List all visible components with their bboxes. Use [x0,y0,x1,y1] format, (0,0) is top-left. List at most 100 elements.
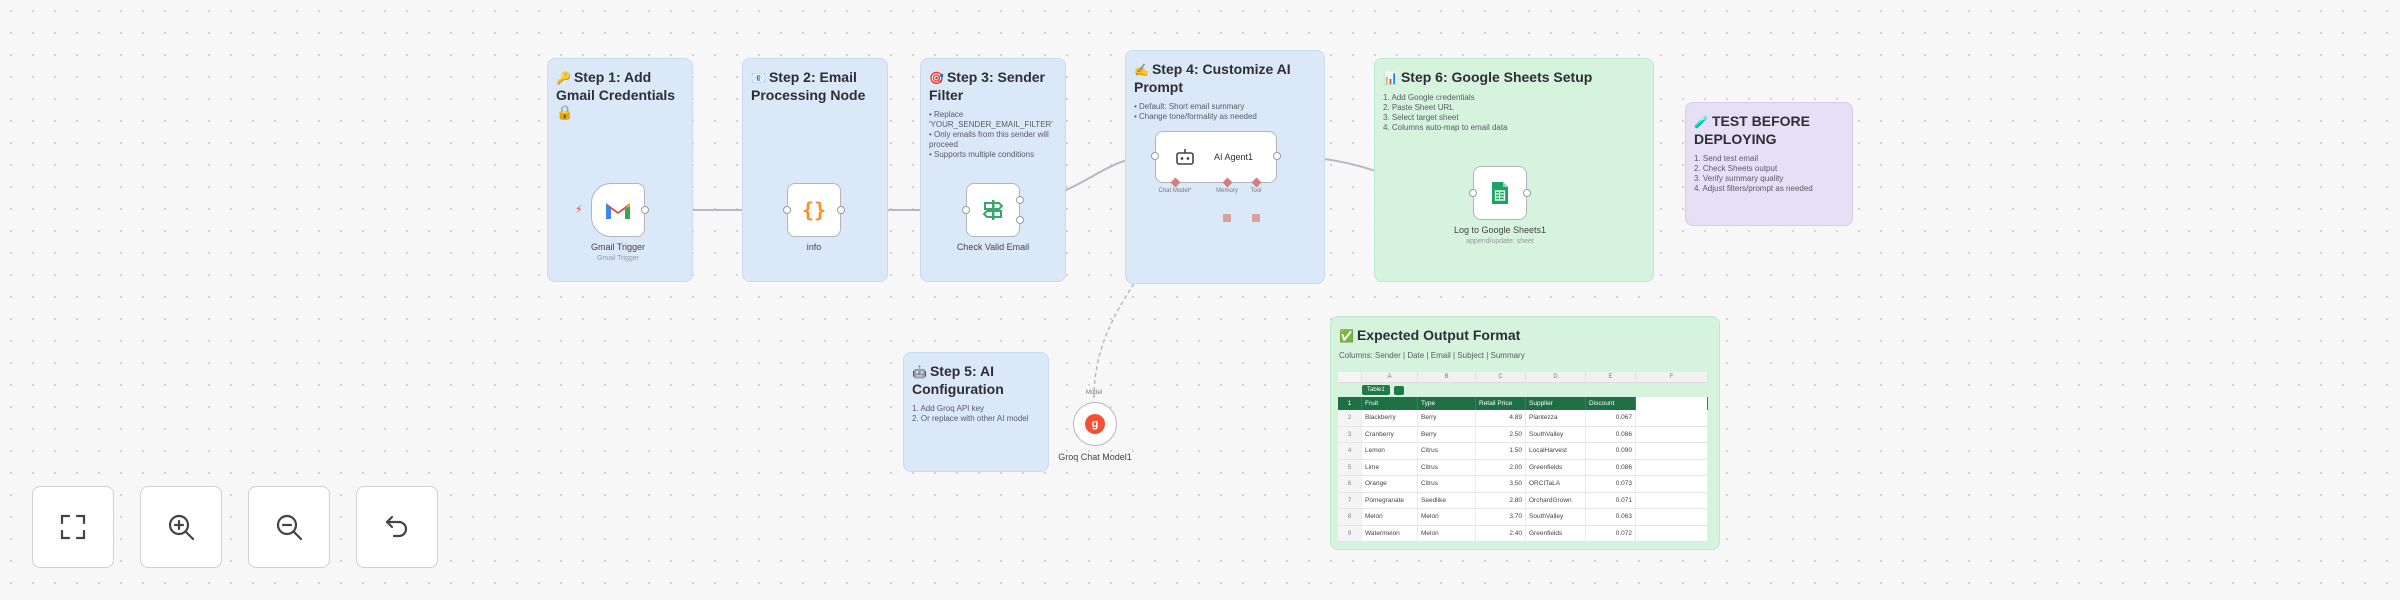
info-output-port[interactable] [837,206,845,214]
table-cell: Seedlike [1418,492,1476,508]
table-cell: Pomegranate [1362,492,1418,508]
test-tube-icon: 🧪 [1694,115,1709,129]
groq-model-label: Model [1085,390,1103,396]
zoom-out-button[interactable] [248,486,330,568]
sheet-preview: A B C D E F Table1 1 Fruit Type Retail P… [1338,372,1708,548]
sticky-step2[interactable]: 📧Step 2: Email Processing Node [742,58,888,282]
google-sheets-icon [1492,182,1508,204]
check-input-port[interactable] [962,206,970,214]
agent-output-port[interactable] [1273,152,1281,160]
sticky-step5[interactable]: 🤖Step 5: AI Configuration 1. Add Groq AP… [903,352,1049,472]
node-info[interactable]: {} [787,183,841,237]
sticky-test-title: 🧪TEST BEFORE DEPLOYING [1694,113,1810,147]
sticky-test[interactable]: 🧪TEST BEFORE DEPLOYING 1. Send test emai… [1685,102,1853,226]
zoom-in-button[interactable] [140,486,222,568]
gmail-node-sub: Gmail Trigger [596,255,640,262]
add-memory-icon[interactable] [1223,214,1231,222]
check-node-label: Check Valid Email [956,242,1030,252]
robot-icon: 🤖 [912,365,927,379]
sheets-node-label: Log to Google Sheets1 [1453,225,1547,235]
sheets-input-port[interactable] [1469,189,1477,197]
info-input-port[interactable] [783,206,791,214]
table-cell: Greenfields [1526,525,1586,541]
row-number: 7 [1338,492,1362,508]
table-cell: Blackberry [1362,410,1418,426]
gmail-output-port[interactable] [641,206,649,214]
code-braces-icon: {} [801,198,827,222]
sheets-output-port[interactable] [1523,189,1531,197]
table-cell-empty [1636,476,1708,492]
table-cell: Melon [1418,525,1476,541]
table-cell: LocalHarvest [1526,443,1586,459]
row-number: 6 [1338,476,1362,492]
check-output-true-port[interactable] [1016,196,1024,204]
key-icon: 🔑 [556,71,571,85]
node-check-valid-email[interactable] [966,183,1020,237]
sticky-step1[interactable]: 🔑Step 1: Add Gmail Credentials 🔒 [547,58,693,282]
table-cell: ORCITaLA [1526,476,1586,492]
table-cell: Lemon [1362,443,1418,459]
add-tool-icon[interactable] [1252,214,1260,222]
row-number: 3 [1338,426,1362,442]
check-output-false-port[interactable] [1016,216,1024,224]
agent-input-port[interactable] [1151,152,1159,160]
groq-node-label: Groq Chat Model1 [1058,452,1132,462]
table-cell: Melon [1418,509,1476,525]
table-cell: 0.072 [1586,525,1636,541]
sticky-step1-title: 🔑Step 1: Add Gmail Credentials 🔒 [556,69,676,120]
table-cell: Greenfields [1526,459,1586,475]
agent-chat-model-label: Chat Model* [1158,188,1192,194]
table-cell: SouthValley [1526,509,1586,525]
sticky-step6[interactable]: 📊Step 6: Google Sheets Setup 1. Add Goog… [1374,58,1654,282]
node-groq-chat-model[interactable]: g [1073,402,1117,446]
sticky-output-title: ✅Expected Output Format [1339,327,1521,343]
sheet-table-bar: Table1 [1362,383,1708,397]
row-number: 8 [1338,509,1362,525]
table-cell-empty [1636,525,1708,541]
sticky-step6-body: 1. Add Google credentials 2. Paste Sheet… [1383,93,1508,132]
table-cell-empty [1636,443,1708,459]
reset-zoom-button[interactable] [356,486,438,568]
zoom-in-icon [168,514,195,541]
sticky-output-subtitle: Columns: Sender | Date | Email | Subject… [1339,351,1525,360]
node-google-sheets[interactable] [1473,166,1527,220]
sticky-step3[interactable]: 🎯Step 3: Sender Filter • Replace 'YOUR_S… [920,58,1066,282]
undo-icon [385,515,408,538]
table-cell: 2.50 [1476,426,1526,442]
sticky-step3-title: 🎯Step 3: Sender Filter [929,69,1045,103]
agent-memory-label: Memory [1216,188,1238,194]
table-cell: Citrus [1418,443,1476,459]
check-mark-icon: ✅ [1339,329,1354,343]
table-cell: Melon [1362,509,1418,525]
sticky-test-body: 1. Send test email 2. Check Sheets outpu… [1694,154,1813,193]
agent-tool-label: Tool [1250,188,1262,194]
table-cell: Citrus [1418,476,1476,492]
table-cell: Berry [1418,410,1476,426]
email-icon: 📧 [751,71,766,85]
table-cell: Plantezza [1526,410,1586,426]
table-cell: 2.80 [1476,492,1526,508]
filter-signpost-icon [982,200,1004,220]
table-cell: Berry [1418,426,1476,442]
table-cell: 0.073 [1586,476,1636,492]
table-cell-empty [1636,426,1708,442]
table-cell: OrchardGrown [1526,492,1586,508]
gmail-node-label: Gmail Trigger [590,242,646,252]
fit-view-button[interactable] [32,486,114,568]
row-number: 5 [1338,459,1362,475]
fullscreen-icon [60,514,86,540]
sticky-step5-title: 🤖Step 5: AI Configuration [912,363,1004,397]
table-cell: 0.067 [1586,410,1636,426]
info-node-label: info [806,242,822,252]
sticky-step5-body: 1. Add Groq API key 2. Or replace with o… [912,404,1029,423]
node-ai-agent[interactable]: AI Agent1 [1155,131,1277,183]
target-icon: 🎯 [929,71,944,85]
node-gmail-trigger[interactable] [591,183,645,237]
